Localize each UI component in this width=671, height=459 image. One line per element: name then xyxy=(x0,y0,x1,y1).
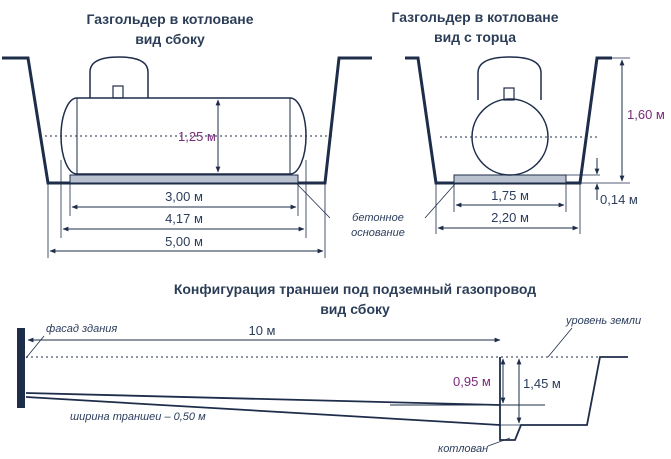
side-view-height-label: 1,25 м xyxy=(178,129,216,144)
side-view-base-dim-label: 3,00 м xyxy=(165,189,203,204)
trench-width-label: ширина траншеи – 0,50 м xyxy=(70,411,206,423)
end-view-depth-label: 1,60 м xyxy=(627,107,665,122)
side-view-valve xyxy=(112,85,124,99)
facade-label: фасад здания xyxy=(46,323,117,335)
pit-label-leader xyxy=(487,437,511,447)
side-view-concrete-base xyxy=(69,174,299,184)
depth-end-label: 1,45 м xyxy=(523,376,561,391)
side-view-dome xyxy=(89,56,149,98)
concrete-note-line2: основание xyxy=(351,227,405,239)
side-view-pit-dim-label: 5,00 м xyxy=(165,234,203,249)
side-view-title-line1: Газгольдер в котловане xyxy=(86,11,253,27)
end-view-title-line2: вид с торца xyxy=(434,29,516,45)
end-view-base-dim-label: 1,75 м xyxy=(491,188,529,203)
end-view-pit xyxy=(405,56,612,185)
concrete-note-leader-right xyxy=(424,183,456,219)
end-view-concrete-base xyxy=(453,174,567,184)
building-facade-wall xyxy=(17,328,25,408)
side-view-tank-dim-label: 4,17 м xyxy=(165,211,203,226)
end-view-valve xyxy=(503,87,515,101)
end-view-pit-dim-label: 2,20 м xyxy=(491,210,529,225)
trench-diagram: Конфигурация траншеи под подземный газоп… xyxy=(17,281,641,455)
end-view-diagram: Газгольдер в котловане вид с торца 1,60 … xyxy=(391,9,665,234)
trench-top-line xyxy=(25,392,501,406)
ground-level-label: уровень земли xyxy=(565,315,641,327)
side-view-pit xyxy=(2,56,372,185)
end-view-dome xyxy=(477,56,542,100)
trench-title-line1: Конфигурация траншеи под подземный газоп… xyxy=(174,281,536,297)
concrete-note-leader-left xyxy=(296,183,331,219)
trench-bottom-line xyxy=(25,396,501,426)
trench-length-label: 10 м xyxy=(248,323,275,338)
concrete-note-line1: бетонное xyxy=(352,212,404,224)
depth-start-label: 0,95 м xyxy=(453,374,491,389)
side-view-diagram: Газгольдер в котловане вид сбоку 1,25 м … xyxy=(2,11,372,258)
end-view-base-thickness-label: 0,14 м xyxy=(600,192,638,207)
concrete-base-note: бетонное основание xyxy=(296,183,456,239)
end-view-title-line1: Газгольдер в котловане xyxy=(391,9,558,25)
ground-level-leader xyxy=(547,327,573,358)
pit-label: котлован xyxy=(438,443,488,455)
trench-title-line2: вид сбоку xyxy=(320,301,390,317)
facade-label-leader xyxy=(25,335,45,359)
side-view-title-line2: вид сбоку xyxy=(135,31,205,47)
